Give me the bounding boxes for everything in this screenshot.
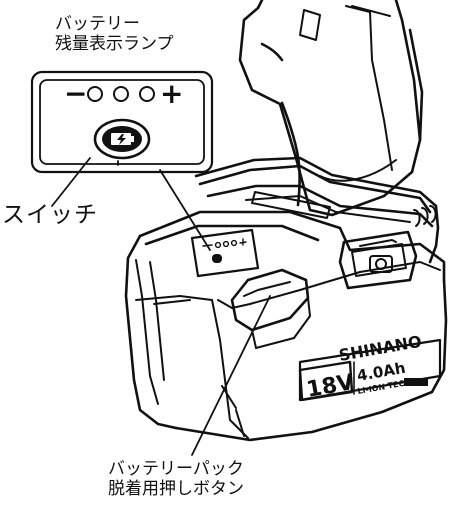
indicator-lamp-1 bbox=[87, 86, 103, 102]
leader-release bbox=[191, 295, 271, 456]
indicator-lamp-label: バッテリー 残量表示ランプ bbox=[55, 14, 174, 54]
indicator-lamp-row: − + bbox=[64, 77, 183, 110]
battery-pack bbox=[124, 210, 448, 442]
battery-brand: SHINANO bbox=[337, 332, 423, 365]
plus-sign: + bbox=[160, 77, 183, 110]
release-label-line2: 脱着用押しボタン bbox=[108, 478, 244, 499]
minus-sign: − bbox=[64, 77, 87, 110]
drill-foot bbox=[194, 156, 440, 290]
leader-panel bbox=[159, 169, 211, 251]
leader-switch bbox=[51, 157, 119, 207]
battery-voltage: 18V bbox=[305, 370, 356, 403]
battery-bolt-icon bbox=[111, 133, 134, 145]
top-display-mini bbox=[202, 238, 247, 263]
drill-handle bbox=[238, 0, 424, 217]
inset-callout-panel bbox=[30, 70, 214, 174]
indicator-lamp-3 bbox=[139, 86, 155, 102]
check-switch-button[interactable] bbox=[93, 118, 151, 160]
indicator-label-line2: 残量表示ランプ bbox=[55, 33, 174, 54]
leader-lines bbox=[51, 157, 271, 456]
release-label-line1: バッテリーパック bbox=[108, 459, 244, 479]
release-button-label: バッテリーパック 脱着用押しボタン bbox=[108, 459, 244, 499]
switch-label: スイッチ bbox=[2, 202, 98, 228]
indicator-label-line1: バッテリー bbox=[55, 14, 140, 34]
indicator-lamp-2 bbox=[113, 86, 129, 102]
